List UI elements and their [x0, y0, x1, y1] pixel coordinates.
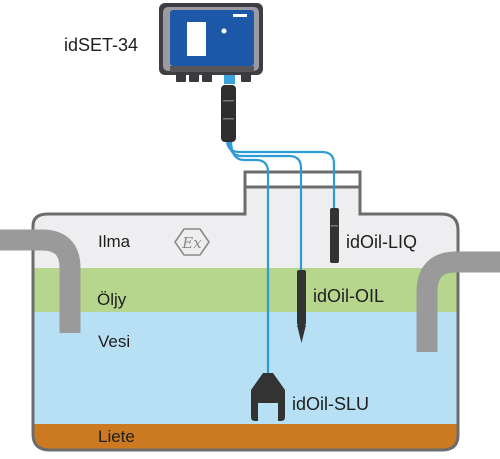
controller-label: idSET-34 — [64, 35, 139, 55]
water-layer-label: Vesi — [98, 332, 131, 351]
air-layer-label: Ilma — [98, 232, 131, 251]
sludge-layer-label: Liete — [98, 427, 135, 446]
cable-gland — [224, 70, 235, 84]
sensor-oil-label: idOil-OIL — [313, 286, 385, 306]
status-led — [221, 28, 227, 34]
sensor-liq — [330, 208, 339, 263]
cable-connector — [221, 85, 236, 142]
sensor-oil — [297, 270, 306, 343]
tank-outline — [31, 184, 460, 452]
controller-unit — [159, 3, 263, 82]
sensor-slu-label: idOil-SLU — [292, 394, 370, 414]
sensor-slu — [251, 373, 285, 421]
atex-ex-icon: Ex — [174, 228, 210, 256]
outlet-pipe — [416, 251, 500, 352]
oil-layer-label: Öljy — [97, 290, 127, 309]
sensor-cables — [225, 139, 336, 375]
sensor-liq-label: idOil-LIQ — [346, 232, 418, 252]
controller-display — [187, 22, 206, 56]
water-layer — [33, 312, 458, 425]
manhole-cover — [243, 170, 362, 189]
controller-front-panel — [170, 10, 254, 66]
inlet-pipe — [0, 229, 81, 333]
atex-label: Ex — [181, 234, 202, 252]
controller-logo-strip — [233, 14, 247, 17]
oil-layer — [33, 268, 458, 312]
sludge-layer — [33, 424, 458, 450]
